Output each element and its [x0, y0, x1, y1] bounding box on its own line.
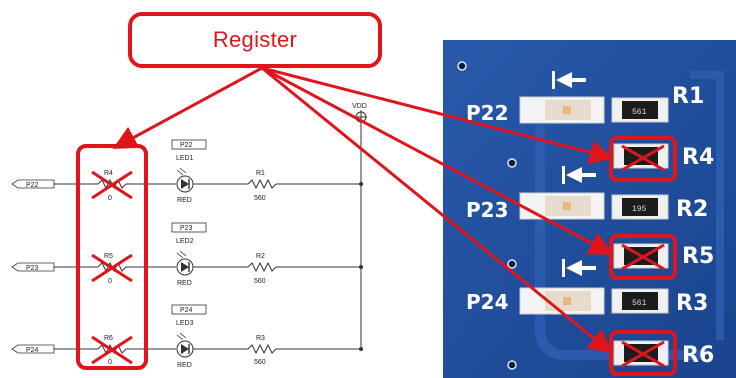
pcb-resistor-r3: 561 [611, 288, 669, 314]
pcb-resistor-r2: 195 [611, 194, 669, 220]
resistor-ref: R4 [104, 170, 113, 177]
led-ref: LED1 [176, 155, 194, 162]
pcb-led-p23 [519, 192, 605, 220]
port-label: P23 [26, 265, 39, 272]
net-tag [171, 139, 207, 150]
pcb-ref-r5: R5 [682, 244, 714, 269]
series-ref: R3 [256, 335, 265, 342]
arrow-to-r5 [261, 66, 614, 255]
series-value: 560 [254, 278, 266, 285]
series-ref: R1 [256, 170, 265, 177]
series-ref: R2 [256, 253, 265, 260]
led-ref: LED2 [176, 238, 194, 245]
pcb-cross-marks [621, 144, 665, 368]
net-tag-label: P22 [180, 142, 193, 149]
net-tag-label: P24 [180, 307, 193, 314]
schematic-highlight-box [76, 144, 148, 370]
junction-dot [359, 265, 363, 269]
led-color: RED [177, 197, 192, 204]
pcb-led-p24 [519, 287, 605, 315]
via-hole [457, 61, 467, 71]
schematic-row-p23: P23 R5 0 P23 LED2 RED R2 560 [11, 222, 363, 287]
pcb-ref-r1: R1 [672, 84, 704, 109]
series-resistor-symbol [247, 261, 277, 273]
pcb-led-p22 [519, 96, 605, 124]
callout-arrows [112, 66, 614, 354]
resistor-value: 0 [108, 195, 112, 202]
resistor-value: 0 [108, 278, 112, 285]
schematic: VDD P22 R4 0 P22 LED1 RED R1 560 [11, 103, 367, 370]
pcb-port-label: P24 [466, 290, 509, 314]
arrow-to-r4 [261, 66, 614, 165]
led-ref: LED3 [176, 320, 194, 327]
pcb-ref-r4: R4 [682, 145, 714, 170]
pcb-photo: P22 P23 P24 561 [443, 40, 736, 378]
pcb-ref-r2: R2 [676, 197, 708, 222]
via-hole [507, 158, 517, 168]
vdd-label: VDD [352, 103, 367, 110]
net-tag [171, 222, 207, 233]
series-resistor-symbol [247, 178, 277, 190]
resistor-value: 0 [108, 359, 112, 366]
silk-diode-symbols [552, 71, 596, 277]
arrow-to-schematic [112, 66, 263, 149]
junction-dot [359, 182, 363, 186]
net-tag-label: P23 [180, 225, 193, 232]
resistor-ref: R5 [104, 253, 113, 260]
schematic-cross-marks [91, 170, 133, 365]
port-label: P24 [26, 347, 39, 354]
schematic-row-p22: P22 R4 0 P22 LED1 RED R1 560 [11, 139, 363, 204]
resistor-marking: 561 [632, 108, 647, 117]
series-value: 560 [254, 359, 266, 366]
pcb-ref-r3: R3 [676, 291, 708, 316]
schematic-row-p24: P24 R6 0 P24 LED3 RED R3 560 [11, 304, 363, 369]
junction-dot [359, 347, 363, 351]
led-color: RED [177, 362, 192, 369]
register-callout: Register [128, 12, 382, 68]
register-callout-label: Register [212, 27, 298, 52]
series-value: 560 [254, 195, 266, 202]
resistor-ref: R6 [104, 335, 113, 342]
pcb-highlight-box [609, 234, 677, 280]
series-resistor-symbol [247, 343, 277, 355]
pcb-port-label: P23 [466, 198, 509, 222]
via-hole [507, 360, 517, 370]
pcb-ref-r6: R6 [682, 343, 714, 368]
led-color: RED [177, 280, 192, 287]
net-tag [171, 304, 207, 315]
port-label: P22 [26, 182, 39, 189]
arrow-to-r6 [261, 66, 613, 354]
via-hole [507, 259, 517, 269]
pcb-resistor-r1: 561 [611, 97, 669, 123]
resistor-marking: 561 [632, 299, 647, 308]
resistor-marking: 195 [632, 205, 647, 214]
